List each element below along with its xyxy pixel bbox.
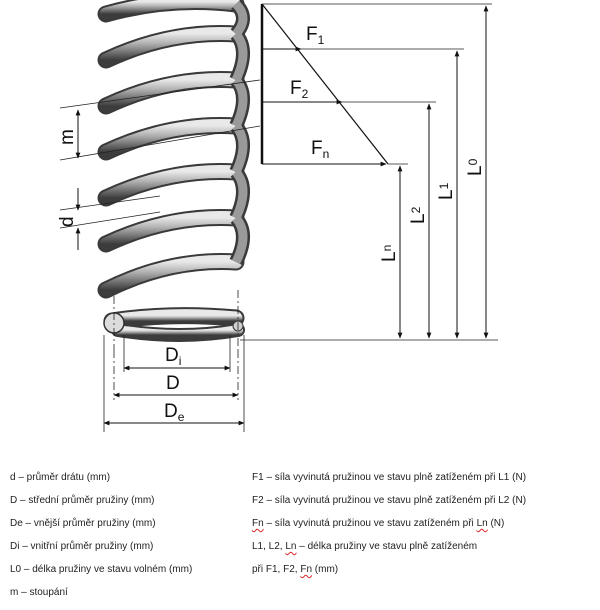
f2-label: F2	[290, 78, 309, 101]
length-reference-lines	[240, 3, 498, 341]
force-diagram	[260, 3, 389, 167]
legend-item-F1: F1 – síla vyvinutá pružinou ve stavu pln…	[252, 472, 527, 483]
legend-item-Di: Di – vnitřní průměr pružiny (mm)	[10, 541, 154, 552]
spring-coils	[97, 0, 250, 342]
legend-item-F2: F2 – síla vyvinutá pružinou ve stavu pln…	[252, 495, 527, 506]
di-label: Di	[165, 345, 181, 368]
l2-label: L2	[408, 206, 429, 224]
pitch-dimension	[59, 79, 261, 161]
legend-item-d: d – průměr drátu (mm)	[10, 472, 111, 483]
spring-diagram: Di D De m d F1 F2 Fn Ln L2	[57, 0, 498, 432]
ln-label: Ln	[379, 245, 400, 262]
m-label: m	[57, 129, 78, 145]
legend-left: d – průměr drátu (mm) D – střední průměr…	[10, 472, 192, 610]
de-label: De	[164, 401, 185, 424]
legend-item-D: D – střední průměr pružiny (mm)	[10, 495, 155, 506]
l0-label: L0	[465, 158, 486, 176]
length-dimensions	[397, 5, 489, 339]
fn-label: Fn	[311, 138, 329, 161]
legend-item-De: De – vnější průměr pružiny (mm)	[10, 518, 156, 529]
wire-dimension	[59, 188, 161, 250]
wire-d-label: d	[57, 216, 78, 227]
legend-item-L: L1, L2, Ln – délka pružiny ve stavu plně…	[252, 541, 478, 552]
d-label: D	[166, 373, 180, 394]
legend-item-L-cont: při F1, F2, Fn (mm)	[252, 564, 339, 575]
f1-label: F1	[306, 24, 325, 47]
legend-item-m: m – stoupání	[10, 587, 68, 598]
l1-label: L1	[436, 182, 457, 200]
axis-lines	[113, 290, 239, 400]
legend-item-L0: L0 – délka pružiny ve stavu volném (mm)	[10, 564, 193, 575]
legend-item-Fn: Fn – síla vyvinutá pružinou ve stavu zat…	[252, 518, 505, 529]
legend-right: F1 – síla vyvinutá pružinou ve stavu pln…	[252, 472, 526, 587]
